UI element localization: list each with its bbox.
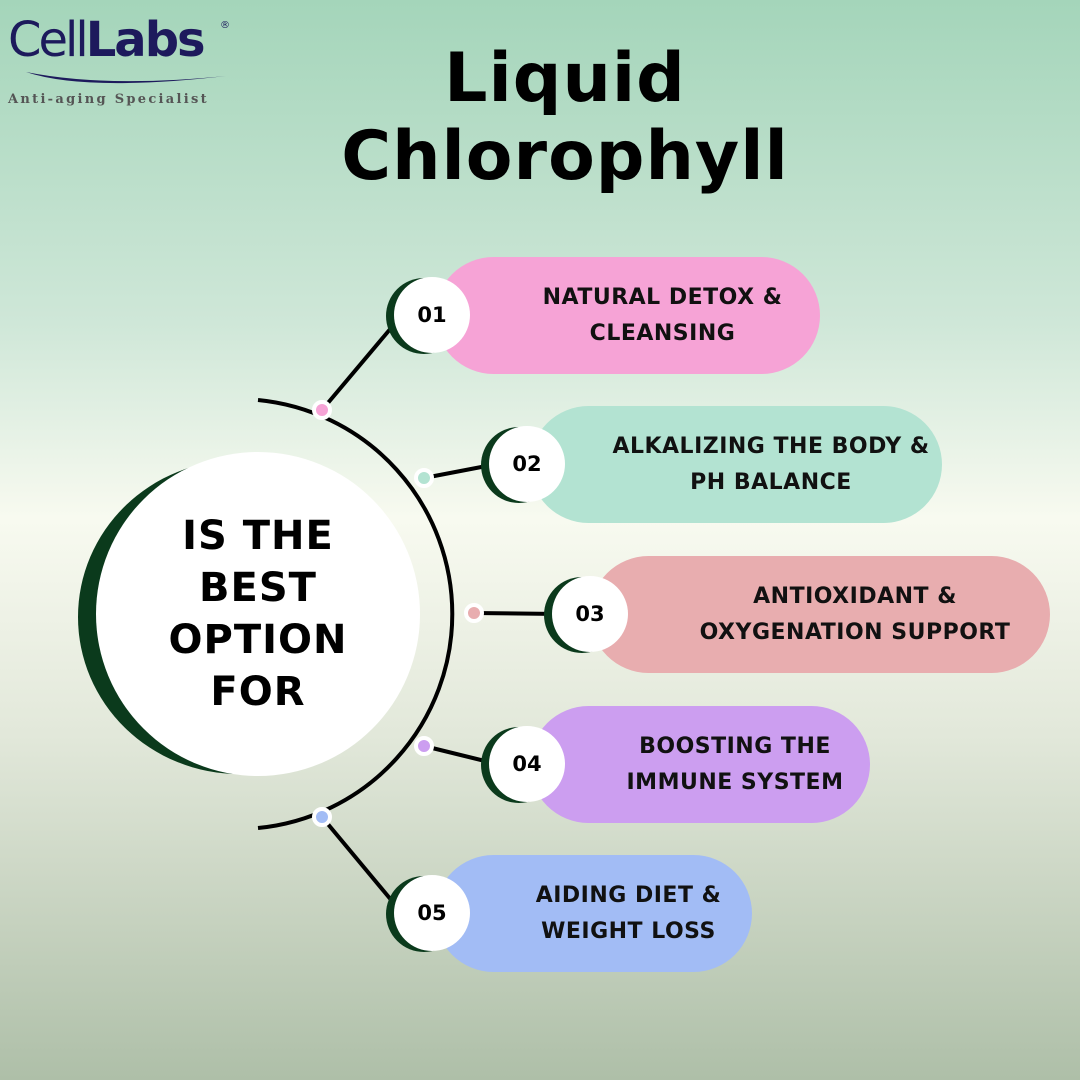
logo-swoosh-icon	[26, 72, 226, 84]
benefit-text: BOOSTING THE IMMUNE SYSTEM	[627, 729, 844, 801]
node-dot-03	[464, 603, 484, 623]
logo-wordmark: CellLabs	[8, 12, 206, 68]
benefit-pill-05: AIDING DIET & WEIGHT LOSS	[435, 855, 752, 972]
benefit-line-2: OXYGENATION SUPPORT	[699, 619, 1011, 645]
number-badge-01: 01	[394, 277, 470, 353]
page-title: Liquid Chlorophyll	[300, 40, 830, 196]
benefit-line-2: PH BALANCE	[690, 469, 852, 495]
benefit-line-2: WEIGHT LOSS	[541, 918, 716, 944]
number-badge-04: 04	[489, 726, 565, 802]
title-line-1: Liquid	[444, 39, 686, 118]
benefit-line-1: ANTIOXIDANT &	[753, 583, 957, 609]
benefit-text: ALKALIZING THE BODY & PH BALANCE	[612, 429, 929, 501]
node-dot-02	[414, 468, 434, 488]
node-dot-05	[312, 807, 332, 827]
title-line-2: Chlorophyll	[341, 117, 789, 196]
benefit-line-1: ALKALIZING THE BODY &	[612, 433, 930, 459]
benefit-pill-02: ALKALIZING THE BODY & PH BALANCE	[530, 406, 942, 523]
benefit-line-2: CLEANSING	[589, 320, 736, 346]
number-badge-03: 03	[552, 576, 628, 652]
node-dot-04	[414, 736, 434, 756]
logo-tagline: Anti-aging Specialist	[8, 92, 209, 107]
center-circle: IS THE BEST OPTION FOR	[96, 452, 420, 776]
benefit-line-1: AIDING DIET &	[535, 882, 722, 908]
cell-labs-logo: CellLabs ® Anti-aging Specialist	[6, 8, 236, 113]
registered-mark: ®	[220, 20, 230, 31]
center-text: IS THE BEST OPTION FOR	[168, 513, 348, 715]
benefit-line-1: BOOSTING THE	[639, 733, 831, 759]
benefit-text: NATURAL DETOX & CLEANSING	[543, 280, 783, 352]
number-badge-05: 05	[394, 875, 470, 951]
benefit-line-2: IMMUNE SYSTEM	[626, 769, 844, 795]
benefit-pill-04: BOOSTING THE IMMUNE SYSTEM	[530, 706, 870, 823]
arc-line	[257, 398, 455, 830]
number-badge-02: 02	[489, 426, 565, 502]
node-dot-01	[312, 400, 332, 420]
benefit-text: AIDING DIET & WEIGHT LOSS	[536, 878, 722, 950]
benefit-text: ANTIOXIDANT & OXYGENATION SUPPORT	[700, 579, 1011, 651]
benefit-line-1: NATURAL DETOX &	[542, 284, 783, 310]
benefit-pill-01: NATURAL DETOX & CLEANSING	[435, 257, 820, 374]
benefit-pill-03: ANTIOXIDANT & OXYGENATION SUPPORT	[590, 556, 1050, 673]
